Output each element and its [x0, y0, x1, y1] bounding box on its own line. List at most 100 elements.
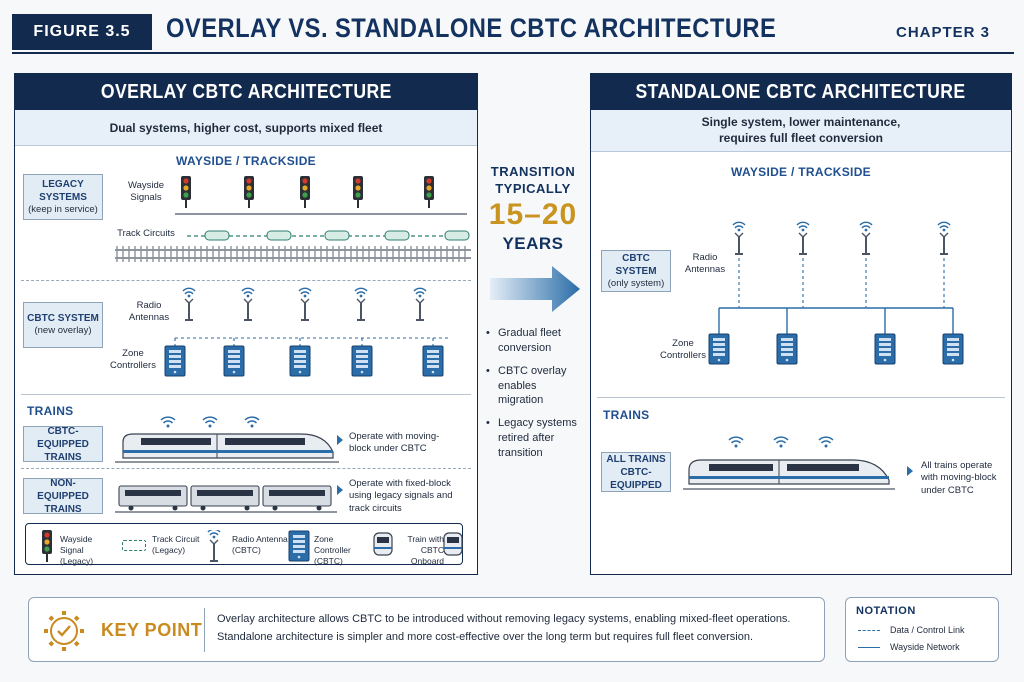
- overlay-panel: OVERLAY CBTC ARCHITECTURE Dual systems, …: [14, 73, 478, 575]
- key-point-divider: [204, 608, 205, 652]
- standalone-wayside-network: [718, 307, 954, 334]
- non-equipped-note: Operate with fixed-block using legacy si…: [349, 478, 453, 514]
- track-rails: [115, 246, 471, 262]
- wayside-signal-icon: [353, 176, 363, 208]
- cbtc-only-box: CBTC SYSTEM (only system): [601, 250, 671, 292]
- radio-antenna-icon: [241, 287, 255, 322]
- overlay-cbtc-diagram: [164, 287, 450, 377]
- legend-zone-controller-icon: [288, 530, 310, 562]
- overlay-panel-subtitle: Dual systems, higher cost, supports mixe…: [15, 110, 477, 146]
- legend-train-label: Train with CBTC Onboard: [407, 534, 444, 567]
- symbol-legend: Wayside Signal (Legacy) Track Circuit (L…: [25, 523, 463, 567]
- legacy-wayside-diagram: [115, 176, 471, 262]
- transition-title: TRANSITION TYPICALLY: [490, 164, 576, 196]
- transition-bullets: Gradual fleet conversion CBTC overlay en…: [486, 326, 582, 469]
- standalone-panel: STANDALONE CBTC ARCHITECTURE Single syst…: [590, 73, 1012, 575]
- wifi-icon: [818, 436, 834, 449]
- wayside-signals-label: Wayside Signals: [127, 180, 165, 203]
- legend-signal-icon: [42, 530, 52, 562]
- all-trains-arrow-icon: [907, 466, 913, 476]
- zone-controller-icon: [708, 333, 730, 365]
- key-point-text: Overlay architecture allows CBTC to be i…: [217, 611, 817, 646]
- cbtc-equipped-train: [115, 416, 339, 463]
- radio-antenna-icon: [937, 221, 951, 256]
- transition-years-word: YEARS: [502, 234, 564, 253]
- legend-train-icon: [373, 532, 393, 556]
- standalone-panel-title: STANDALONE CBTC ARCHITECTURE: [591, 74, 1011, 110]
- wayside-signal-icon: [181, 176, 191, 208]
- equipped-arrow-icon: [337, 435, 343, 445]
- radio-antenna-icon: [182, 287, 196, 322]
- overlay-separator-3: [21, 468, 471, 469]
- track-circuit-icon: [384, 230, 410, 241]
- legend-antenna-label: Radio Antenna (CBTC): [232, 534, 288, 556]
- transition-years-number: 15–20: [488, 198, 578, 231]
- radio-antennas-label: Radio Antennas: [128, 300, 170, 323]
- figure-tag: FIGURE 3.5: [12, 14, 152, 50]
- zone-controllers-label: Zone Controllers: [110, 348, 156, 371]
- radio-antenna-icon: [796, 221, 810, 256]
- legend-antenna-icon: [207, 530, 221, 563]
- wayside-signal-icon: [424, 176, 434, 208]
- cbtc-overlay-box: CBTC SYSTEM (new overlay): [23, 302, 103, 348]
- overlay-separator-2: [21, 394, 471, 395]
- key-point-line-1: Overlay architecture allows CBTC to be i…: [217, 613, 791, 625]
- standalone-separator: [597, 397, 1005, 398]
- notation-title: NOTATION: [856, 605, 916, 617]
- wayside-signal-icon: [300, 176, 310, 208]
- chapter-label: CHAPTER 3: [895, 24, 990, 41]
- radio-antenna-icon: [413, 287, 427, 322]
- overlay-wayside-title: WAYSIDE / TRACKSIDE: [176, 154, 316, 168]
- legacy-systems-box: LEGACY SYSTEMS (keep in service): [23, 174, 103, 220]
- overlay-panel-title: OVERLAY CBTC ARCHITECTURE: [15, 74, 477, 110]
- header-rule: [12, 52, 1014, 54]
- zone-controller-icon: [422, 345, 444, 377]
- notation-solid-label: Wayside Network: [890, 642, 960, 652]
- notation-box: NOTATION Data / Control Link Wayside Net…: [845, 597, 999, 662]
- wayside-signal-icon: [244, 176, 254, 208]
- standalone-data-links: [738, 258, 945, 308]
- radio-antenna-icon: [859, 221, 873, 256]
- overlay-trains-title: TRAINS: [27, 404, 74, 418]
- key-point-line-2: Standalone architecture is simpler and m…: [217, 630, 754, 643]
- cbtc-only-note: (only system): [607, 277, 665, 289]
- notation-dashed-line: [858, 630, 880, 631]
- radio-antenna-icon: [732, 221, 746, 256]
- wifi-icon: [728, 436, 744, 449]
- legend-track-circuit-icon: [122, 540, 146, 551]
- standalone-zone-controllers-label: Zone Controllers: [660, 338, 706, 361]
- wifi-icon: [773, 436, 789, 449]
- wifi-icon: [244, 416, 260, 429]
- zone-controller-icon: [942, 333, 964, 365]
- track-circuit-icon: [204, 230, 230, 241]
- all-trains-box: ALL TRAINS CBTC-EQUIPPED: [601, 452, 671, 492]
- notation-dashed-label: Data / Control Link: [890, 625, 965, 635]
- transition-arrow-icon: [490, 266, 580, 312]
- legend-track-circuit-label: Track Circuit (Legacy): [152, 534, 200, 556]
- wifi-icon: [160, 416, 176, 429]
- standalone-trains-title: TRAINS: [603, 408, 650, 422]
- track-circuits-label: Track Circuits: [117, 228, 175, 239]
- zone-controller-icon: [289, 345, 311, 377]
- cbtc-overlay-title: CBTC SYSTEM: [27, 313, 99, 325]
- zone-controller-icon: [223, 345, 245, 377]
- non-equipped-arrow-icon: [337, 485, 343, 495]
- zone-controller-icon: [351, 345, 373, 377]
- track-circuit-icon: [266, 230, 292, 241]
- track-circuit-icon: [444, 230, 470, 241]
- overlay-data-links: [174, 337, 450, 346]
- wifi-icon: [202, 416, 218, 429]
- zone-controller-icon: [164, 345, 186, 377]
- legend-signal-label: Wayside Signal (Legacy): [60, 534, 94, 567]
- zone-controller-icon: [776, 333, 798, 365]
- overlay-separator-1: [21, 280, 471, 281]
- radio-antenna-icon: [354, 287, 368, 322]
- all-trains-cbtc-train: [683, 436, 895, 490]
- all-trains-note: All trains operate with moving-block und…: [921, 460, 997, 496]
- legend-train-icon-2: [443, 532, 463, 556]
- non-equipped-box: NON-EQUIPPED TRAINS: [23, 478, 103, 515]
- equipped-note: Operate with moving-block under CBTC: [349, 431, 440, 455]
- transition-bullet: CBTC overlay enables migration: [486, 364, 582, 409]
- standalone-cbtc-diagram: [708, 221, 964, 365]
- notation-solid-line: [858, 647, 880, 648]
